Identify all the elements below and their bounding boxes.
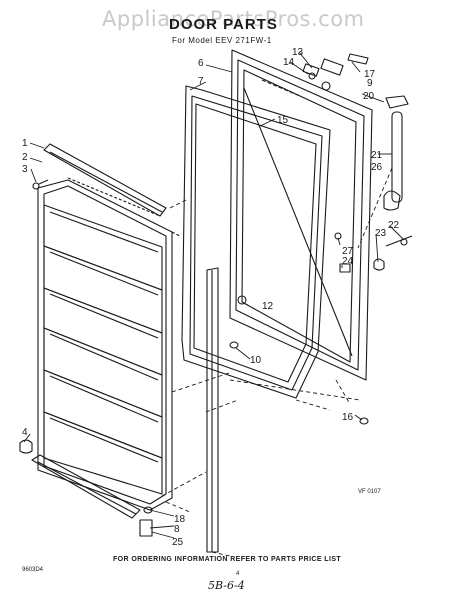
figure-code: VF 0107	[358, 489, 381, 495]
assembly-lines	[161, 167, 393, 557]
callout-4: 4	[22, 427, 28, 438]
callout-6: 6	[198, 58, 204, 69]
outer-door-frame	[229, 49, 373, 381]
watermark: AppliancePartsPros.com	[102, 7, 365, 31]
callout-17: 17	[364, 69, 376, 80]
callout-2: 2	[22, 152, 28, 163]
callout-21: 21	[371, 150, 383, 161]
callout-8: 8	[174, 524, 180, 535]
inner-door-panel	[37, 179, 181, 511]
callout-22: 22	[388, 220, 400, 231]
footer-note: FOR ORDERING INFORMATION REFER TO PARTS …	[113, 556, 342, 563]
screw-18	[143, 506, 153, 514]
callout-16: 16	[342, 412, 354, 423]
callout-24: 24	[342, 256, 354, 267]
model-subtitle: For Model EEV 271FW-1	[172, 36, 272, 45]
bracket-24	[339, 263, 351, 273]
callout-20: 20	[363, 91, 375, 102]
top-breaker-strip	[43, 143, 167, 217]
plug-10	[229, 341, 239, 349]
bottom-hinge	[373, 235, 413, 271]
callout-23: 23	[375, 228, 387, 239]
callout-18: 18	[174, 514, 186, 525]
callout-12: 12	[262, 301, 274, 312]
callout-26: 26	[371, 162, 383, 173]
door-handle	[383, 111, 403, 211]
plug-16	[359, 417, 369, 425]
handwritten-note: 5B-6-4	[208, 579, 245, 592]
drawing-code: 9603D4	[22, 567, 44, 573]
door-gasket	[181, 85, 331, 399]
top-hinge	[302, 58, 344, 91]
callout-3: 3	[22, 164, 28, 175]
leader-lines	[23, 51, 405, 539]
bottom-breaker-strip	[31, 454, 141, 519]
callout-25: 25	[172, 537, 184, 548]
callout-14: 14	[283, 57, 295, 68]
callout-1: 1	[22, 138, 28, 149]
divider-strip	[206, 267, 219, 553]
screw-3	[32, 179, 49, 190]
callout-27: 27	[342, 246, 354, 257]
callout-13: 13	[292, 47, 304, 58]
screw-12	[237, 295, 247, 305]
callout-10: 10	[250, 355, 262, 366]
hinge-pin-parts	[347, 53, 409, 109]
callout-15: 15	[277, 115, 289, 126]
diagram-title: DOOR PARTS	[169, 16, 278, 33]
bottom-hinge-cover	[19, 439, 33, 454]
callout-9: 9	[367, 78, 373, 89]
callout-labels: 1 2 3 4 6 7 8 9 10 12 13 14 15 16 17 18 …	[22, 47, 400, 548]
callout-7: 7	[198, 76, 204, 87]
page-number: 4	[236, 571, 240, 577]
